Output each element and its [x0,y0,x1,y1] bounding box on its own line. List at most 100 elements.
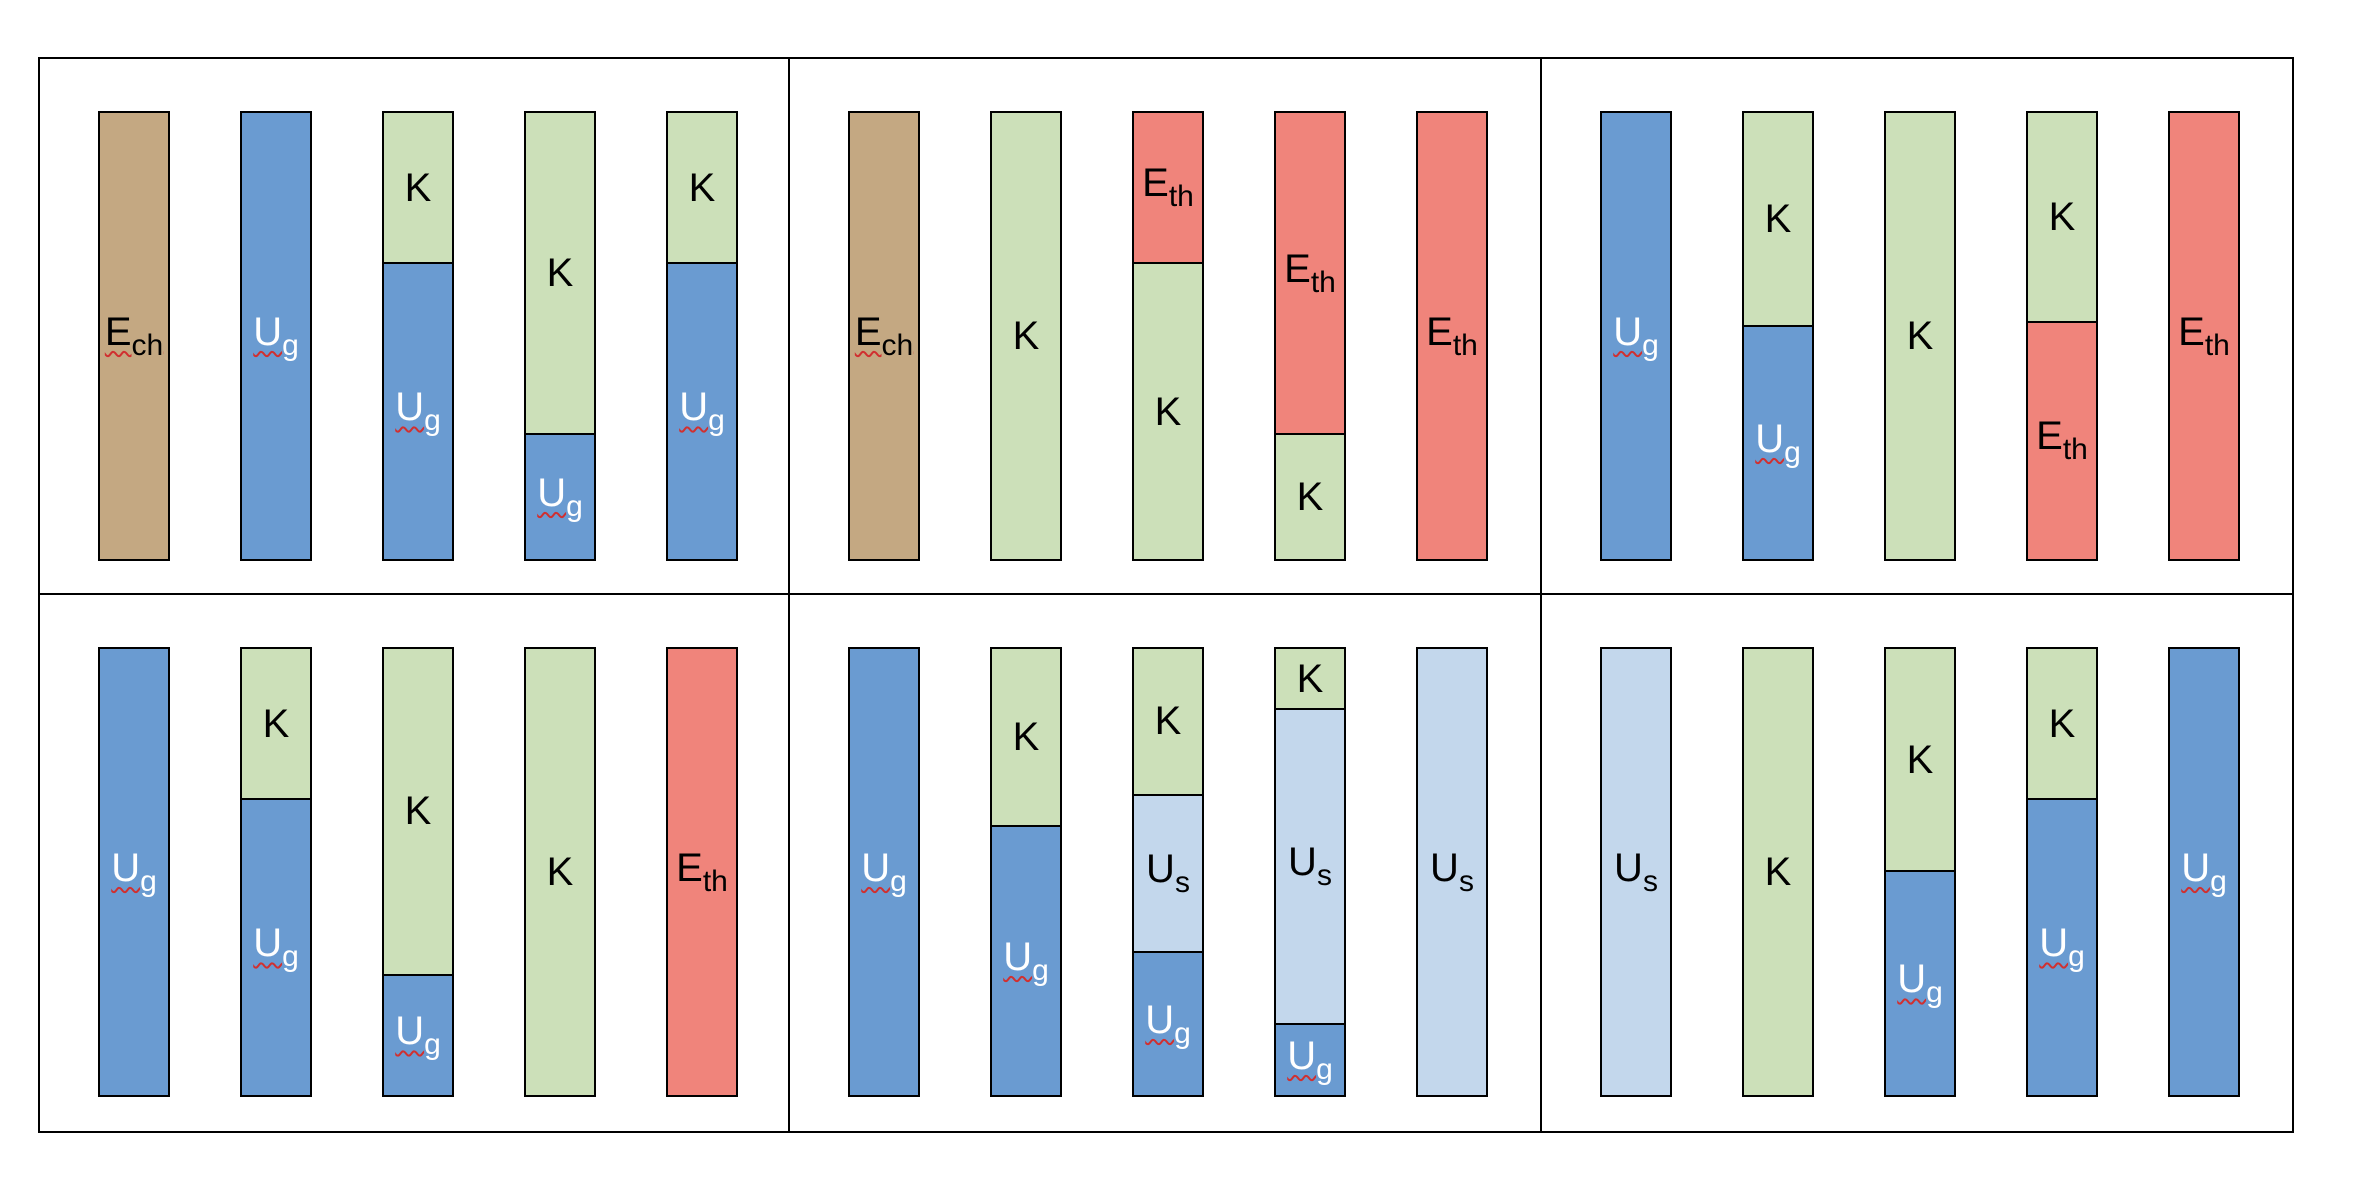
segment-k: K [1884,647,1956,872]
segment-label: Ug [395,1008,441,1061]
segment-label: Eth [2036,414,2088,467]
segment-ech: Ech [848,111,920,561]
segment-k: K [1132,647,1204,796]
segment-label: Ug [1003,934,1049,987]
bar: Ug [848,647,920,1097]
segment-k: K [240,647,312,800]
segment-label: Ug [111,845,157,898]
segment-label: Ug [2181,845,2227,898]
bar: Ech [98,111,170,561]
bar: K Ug [524,111,596,561]
segment-k: K [524,111,596,435]
segment-label: K [1012,715,1040,759]
bar: K Ug [382,111,454,561]
segment-label: K [2048,701,2076,746]
segment-label: K [546,251,574,295]
segment-label: Us [1614,845,1658,898]
bar: Ug [1600,111,1672,561]
panel-4: Ug K Ug K Ug K Eth [38,593,790,1133]
bar: Ech [848,111,920,561]
segment-ug: Ug [666,262,738,561]
bar: K Ug [240,647,312,1097]
segment-label: Ug [253,921,299,973]
bar: Ug [240,111,312,561]
segment-eth: Eth [1416,111,1488,561]
bar: Eth [1416,111,1488,561]
segment-label: K [1296,475,1324,519]
segment-label: K [1154,389,1182,434]
bar: K [990,111,1062,561]
segment-label: Us [1288,840,1332,892]
bar: Ug [2168,647,2240,1097]
segment-label: Eth [1142,161,1194,213]
segment-ug: Ug [848,647,920,1097]
segment-ug: Ug [1884,870,1956,1097]
segment-eth: Eth [1132,111,1204,264]
segment-label: Ug [1897,957,1943,1009]
bar: K [524,647,596,1097]
segment-label: Eth [1426,309,1478,362]
segment-ug: Ug [990,825,1062,1097]
segment-ech: Ech [98,111,170,561]
bar: Ug [98,647,170,1097]
segment-k: K [1884,111,1956,561]
segment-eth: Eth [2026,320,2098,561]
segment-ug: Ug [1132,951,1204,1097]
segment-k: K [2026,647,2098,800]
segment-ug: Ug [240,798,312,1097]
bar: K Ug [1884,647,1956,1097]
segment-ug: Ug [382,262,454,561]
bar: Eth [666,647,738,1097]
bar: K Eth [2026,111,2098,561]
segment-label: Ug [395,385,441,437]
segment-label: K [546,850,574,894]
segment-label: Ug [2039,921,2085,973]
segment-k: K [1274,647,1346,710]
segment-us: Us [1600,647,1672,1097]
segment-ug: Ug [1742,325,1814,561]
bar: Eth [2168,111,2240,561]
segment-k: K [666,111,738,264]
segment-label: Ug [1145,997,1191,1050]
segment-label: Ech [854,309,914,362]
segment-k: K [524,647,596,1097]
segment-label: Ug [537,470,583,523]
segment-label: Us [1430,845,1474,898]
segment-label: Eth [1284,246,1336,299]
bar: K Ug [2026,647,2098,1097]
segment-label: Us [1146,846,1190,899]
segment-label: K [1764,197,1792,241]
segment-k: K [1132,262,1204,561]
segment-label: Ug [1755,416,1801,469]
bar: Us [1416,647,1488,1097]
segment-label: K [2048,194,2076,239]
segment-ug: Ug [524,433,596,561]
segment-label: Ug [861,845,907,898]
segment-eth: Eth [2168,111,2240,561]
bar: K Ug [382,647,454,1097]
segment-k: K [382,111,454,264]
bar: K [1742,647,1814,1097]
segment-eth: Eth [1274,111,1346,435]
segment-ug: Ug [1600,111,1672,561]
segment-us: Us [1132,793,1204,953]
segment-ug: Ug [98,647,170,1097]
segment-k: K [382,647,454,976]
segment-k: K [2026,111,2098,323]
segment-label: K [1012,314,1040,358]
segment-ug: Ug [1274,1023,1346,1097]
segment-label: Eth [676,845,728,898]
segment-k: K [1742,111,1814,327]
segment-label: Ug [1287,1033,1333,1086]
bar: K Ug [990,647,1062,1097]
